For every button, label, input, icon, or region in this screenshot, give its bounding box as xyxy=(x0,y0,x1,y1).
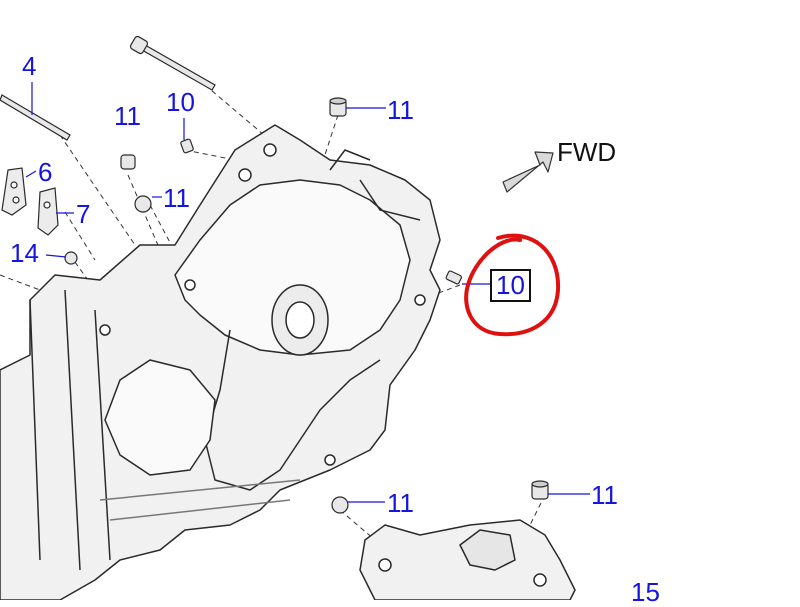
fwd-direction-label: FWD xyxy=(557,137,617,167)
callout-7: 7 xyxy=(76,199,91,229)
forward-arrow-icon xyxy=(502,151,554,193)
callout-6: 6 xyxy=(38,157,53,187)
callout-11: 11 xyxy=(591,480,618,510)
bracket-parts xyxy=(1,167,59,236)
crankcase-housing xyxy=(0,124,441,600)
callout-11: 11 xyxy=(114,101,141,131)
callout-11: 11 xyxy=(387,488,414,518)
dowel-parts xyxy=(64,97,549,514)
red-annotation-circle xyxy=(464,233,561,337)
callout-11: 11 xyxy=(387,95,414,125)
long-bolt-parts xyxy=(0,35,216,141)
callout-4: 4 xyxy=(22,51,37,81)
callout-15: 15 xyxy=(631,577,660,607)
callout-leader-lines xyxy=(25,82,590,503)
lower-bracket xyxy=(359,519,576,600)
callout-11: 11 xyxy=(163,183,190,213)
callout-10: 10 xyxy=(166,87,195,117)
callout-10-highlighted: 10 xyxy=(490,269,531,302)
callout-14: 14 xyxy=(10,238,39,268)
